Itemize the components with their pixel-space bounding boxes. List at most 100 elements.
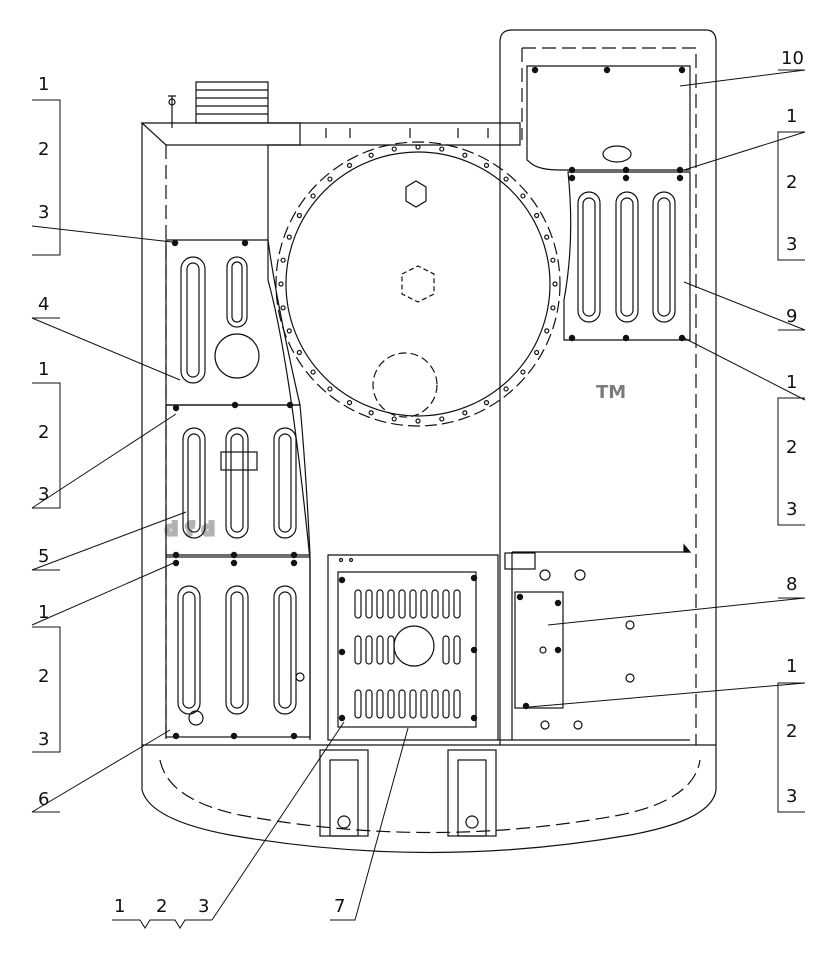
watermark-letters: dfd — [165, 519, 223, 540]
cover-panel-4 — [165, 239, 301, 406]
cover-panel-8 — [504, 552, 635, 730]
flywheel-bolt — [534, 212, 540, 219]
flywheel-bolt — [327, 386, 333, 392]
callout-bottom-3: 3 — [198, 896, 209, 917]
mounting-bolt — [603, 66, 611, 74]
mounting-bolt — [568, 166, 576, 174]
flywheel-bolt — [550, 305, 556, 311]
mounting-bolt — [290, 551, 298, 559]
mounting-bolt — [568, 334, 576, 342]
flywheel-bolt — [439, 146, 445, 152]
mounting-bolt — [568, 174, 576, 182]
flywheel-bolt — [462, 152, 468, 158]
callout-right-mid-1: 1 — [786, 372, 797, 393]
mounting-bolt — [470, 714, 478, 722]
callout-left-5: 5 — [38, 546, 49, 567]
grille-slot — [442, 589, 450, 619]
grille-slots — [354, 589, 461, 719]
flywheel-bolt — [520, 193, 526, 199]
mounting-bolt — [290, 559, 298, 567]
mounting-bolt — [678, 334, 686, 342]
grille-slot — [453, 589, 461, 619]
flywheel-bolt — [544, 234, 550, 240]
flywheel-bolt — [544, 328, 550, 334]
mounting-bolt — [516, 593, 524, 601]
grille-slot — [442, 635, 450, 665]
mounting-bolt — [522, 702, 530, 710]
watermark-tm: TM — [596, 382, 626, 403]
grille-slot — [431, 589, 439, 619]
flywheel-bolt — [534, 349, 540, 356]
mounting-bolt — [531, 66, 539, 74]
mounting-bolt — [172, 732, 180, 740]
grille-slot — [376, 635, 384, 665]
callout-right-low-3: 3 — [786, 786, 797, 807]
callout-left-mid-2: 2 — [38, 422, 49, 443]
cover-panel-6 — [165, 556, 311, 738]
callout-left-low-1: 1 — [38, 602, 49, 623]
callout-left-low-2: 2 — [38, 666, 49, 687]
callout-right-top-3: 3 — [786, 234, 797, 255]
mounting-bolt — [678, 66, 686, 74]
mounting-bolt — [622, 174, 630, 182]
mounting-bolt — [554, 599, 562, 607]
callout-right-mid-3: 3 — [786, 499, 797, 520]
flywheel-bolt — [503, 176, 509, 182]
grille-slot — [409, 689, 417, 719]
grille-slot — [365, 589, 373, 619]
flywheel-bolt — [503, 386, 509, 392]
flywheel-housing — [267, 141, 561, 740]
flywheel-bolt — [462, 410, 468, 416]
mounting-bolt — [622, 334, 630, 342]
flywheel-bolt — [550, 257, 556, 263]
callout-left-low-3: 3 — [38, 729, 49, 750]
flywheel-bolt — [483, 400, 490, 406]
callout-left-top-2: 2 — [38, 139, 49, 160]
grille-slot — [453, 635, 461, 665]
grille-slot — [365, 635, 373, 665]
callout-left-6: 6 — [38, 789, 49, 810]
callout-right-low-2: 2 — [786, 721, 797, 742]
mount-brackets — [319, 749, 497, 837]
cover-panel-5 — [165, 404, 311, 556]
callout-right-9: 9 — [786, 306, 797, 327]
grille-slot — [387, 589, 395, 619]
frame-outline — [140, 29, 717, 854]
cover-panel-9 — [563, 171, 691, 341]
callout-bottom-7: 7 — [334, 896, 345, 917]
mounting-bolt — [171, 239, 179, 247]
grille-slot — [442, 689, 450, 719]
callout-bottom-2: 2 — [156, 896, 167, 917]
mounting-bolt — [241, 239, 249, 247]
mounting-bolt — [338, 576, 346, 584]
cover-panel-7 — [327, 554, 499, 741]
grille-slot — [354, 589, 362, 619]
callout-right-mid-2: 2 — [786, 437, 797, 458]
flywheel-bolt — [278, 281, 284, 287]
flywheel-bolt — [391, 416, 397, 422]
mounting-bolt — [338, 714, 346, 722]
flywheel-bolt — [346, 400, 353, 406]
flywheel-bolt — [368, 410, 374, 416]
flywheel-bolt — [310, 369, 316, 375]
flywheel-bolt — [280, 257, 286, 263]
grille-slot — [420, 689, 428, 719]
mounting-bolt — [286, 401, 294, 409]
flywheel-bolt — [327, 176, 333, 182]
callout-right-10: 10 — [781, 48, 804, 69]
mounting-bolt — [172, 559, 180, 567]
mounting-bolt — [338, 648, 346, 656]
callout-left-4: 4 — [38, 294, 49, 315]
mounting-bolt — [172, 404, 180, 412]
flywheel-bolt — [520, 369, 526, 375]
flywheel-bolt — [483, 162, 490, 168]
mounting-bolt — [230, 732, 238, 740]
mounting-bolt — [676, 166, 684, 174]
grille-slot — [431, 689, 439, 719]
grille-slot — [398, 589, 406, 619]
flywheel-bolt — [286, 234, 292, 240]
flywheel-bolt — [391, 146, 397, 152]
flywheel-bolt — [415, 144, 421, 150]
callout-labels: 1 2 3 4 1 2 3 5 1 2 3 6 1 2 3 7 10 1 2 3… — [38, 48, 804, 917]
